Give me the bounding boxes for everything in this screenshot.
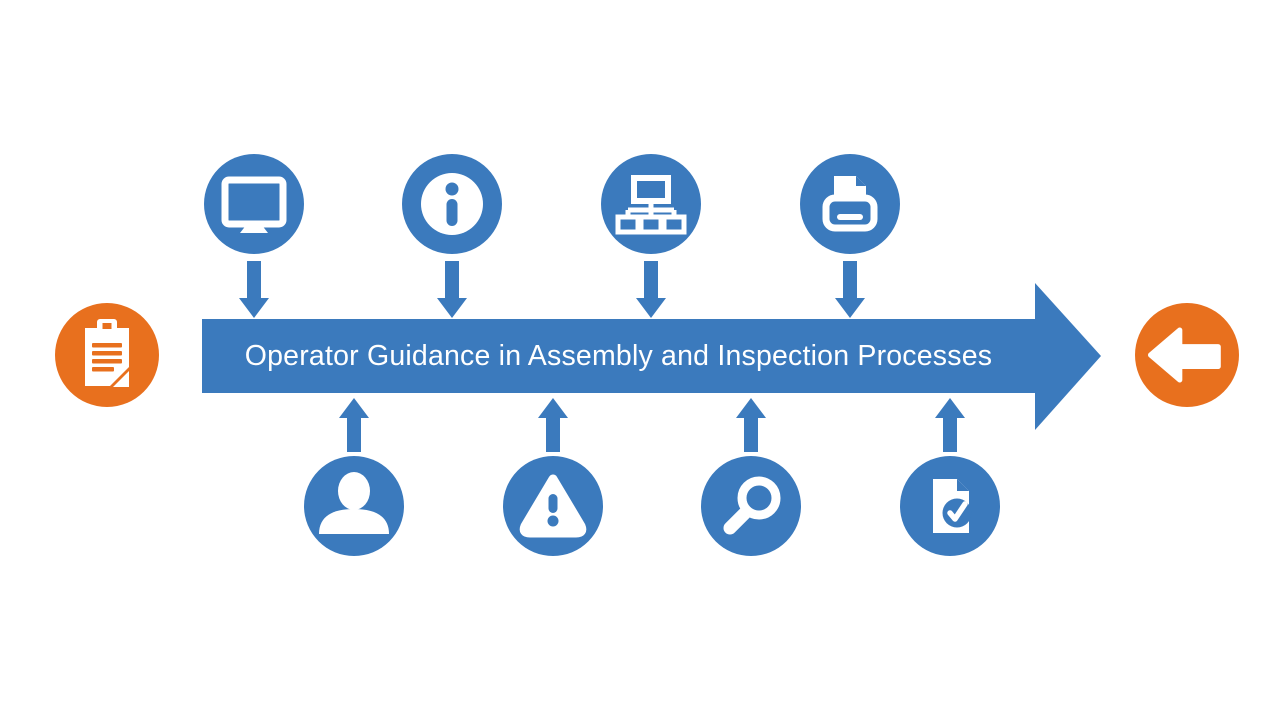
down-arrow: [437, 261, 467, 318]
monitor-icon: [204, 154, 304, 254]
down-arrow: [835, 261, 865, 318]
back-arrow-glyph: [1148, 327, 1221, 383]
up-arrow: [736, 398, 766, 452]
clipboard-glyph: [85, 319, 129, 387]
up-arrow: [339, 398, 369, 452]
banner-title: Operator Guidance in Assembly and Inspec…: [244, 339, 993, 372]
search-glyph: [723, 476, 781, 535]
org-chart-glyph: [615, 175, 687, 235]
user-icon: [304, 456, 404, 556]
warning-glyph: [519, 474, 587, 538]
up-arrow: [538, 398, 568, 452]
back-arrow-icon: [1135, 303, 1239, 407]
printer-icon: [800, 154, 900, 254]
info-glyph: [421, 173, 483, 235]
warning-icon: [503, 456, 603, 556]
printer-glyph: [822, 176, 878, 232]
down-arrow: [636, 261, 666, 318]
search-icon: [701, 456, 801, 556]
org-chart-icon: [601, 154, 701, 254]
down-arrow: [239, 261, 269, 318]
banner-arrowhead: [1035, 283, 1101, 430]
clipboard-icon: [55, 303, 159, 407]
user-glyph: [319, 472, 389, 534]
up-arrow: [935, 398, 965, 452]
process-banner: Operator Guidance in Assembly and Inspec…: [202, 319, 1035, 393]
document-approved-icon: [900, 456, 1000, 556]
document-approved-glyph: [933, 479, 972, 533]
monitor-glyph: [221, 176, 287, 233]
info-icon: [402, 154, 502, 254]
